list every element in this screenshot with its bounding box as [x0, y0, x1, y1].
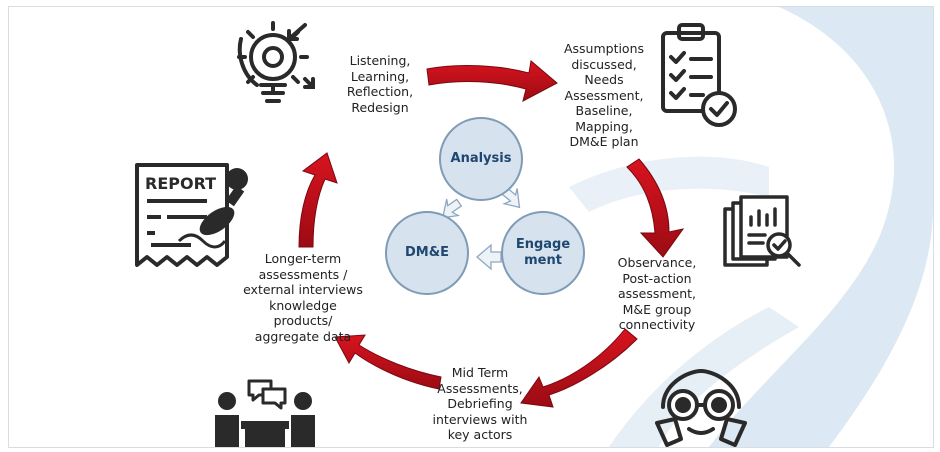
engagement-label: Engage ment: [515, 237, 571, 268]
arrow-right: [626, 158, 685, 258]
report-title: REPORT: [145, 174, 216, 193]
report-document-icon: REPORT: [135, 163, 248, 267]
arrow-left: [298, 152, 338, 248]
analysis-label: Analysis: [450, 151, 512, 166]
background-swoosh: [569, 7, 933, 447]
gear-lightbulb-icon: [237, 21, 315, 103]
checklist-clipboard-icon: [661, 23, 737, 127]
step-longer-term: Longer-term assessments / external inter…: [243, 251, 363, 344]
arrow-bottom-left: [334, 334, 442, 390]
diagram-frame: Analysis Engage ment DM&E Listening, Lea…: [8, 6, 934, 448]
step-midterm: Mid Term Assessments, Debriefing intervi…: [432, 365, 528, 442]
arrow-bottom-right: [520, 328, 638, 408]
dme-circle: DM&E: [385, 211, 469, 295]
inner-arrows: [441, 186, 521, 271]
dme-label: DM&E: [405, 245, 449, 260]
analysis-circle: Analysis: [439, 117, 523, 201]
step-assumptions: Assumptions discussed, Needs Assessment,…: [563, 41, 645, 149]
binoculars-observer-icon: [655, 369, 747, 447]
engagement-circle: Engage ment: [501, 211, 585, 295]
cycle-arrows: [298, 60, 685, 408]
document-analysis-icon: [723, 195, 801, 267]
step-listening: Listening, Learning, Reflection, Redesig…: [346, 53, 414, 115]
meeting-people-icon: [215, 379, 315, 447]
arrow-top: [426, 60, 558, 102]
step-observance: Observance, Post-action assessment, M&E …: [617, 255, 697, 332]
